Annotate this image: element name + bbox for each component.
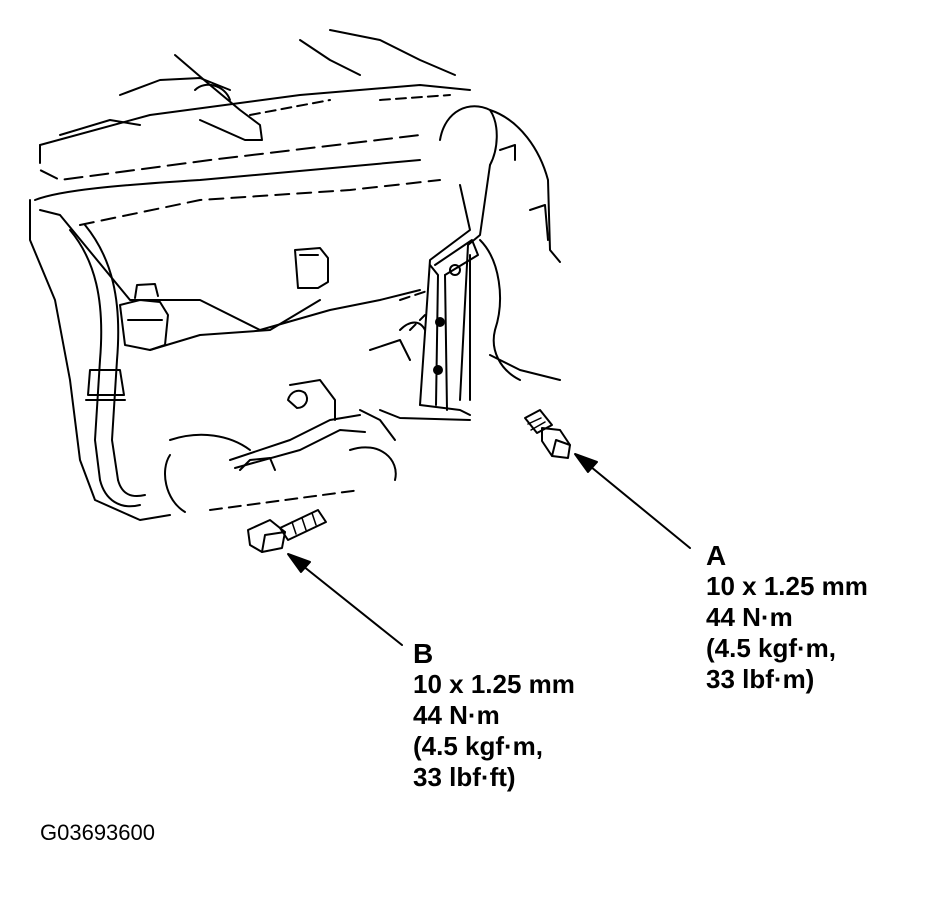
callout-a-torque-kgf: (4.5 kgf·m, xyxy=(706,633,837,663)
callout-a-letter: A xyxy=(706,540,727,571)
leader-arrow-b xyxy=(287,553,403,646)
callout-a-torque-nm: 44 N·m xyxy=(706,602,793,632)
callout-b-letter: B xyxy=(413,638,434,669)
callout-b-torque-nm: 44 N·m xyxy=(413,700,500,730)
figure-id: G03693600 xyxy=(40,820,155,845)
engine-block xyxy=(29,29,471,521)
callout-b-torque-kgf: (4.5 kgf·m, xyxy=(413,731,544,761)
mount-lower-section xyxy=(164,321,426,513)
callout-b-torque-lbf: 33 lbf·ft) xyxy=(413,762,516,792)
callout-a-size: 10 x 1.25 mm xyxy=(706,571,868,601)
callout-b: B 10 x 1.25 mm 44 N·m (4.5 kgf·m, 33 lbf… xyxy=(413,638,575,793)
mount-bracket xyxy=(379,105,498,421)
callout-a-torque-lbf: 33 lbf·m) xyxy=(706,664,815,694)
callout-a: A 10 x 1.25 mm 44 N·m (4.5 kgf·m, 33 lbf… xyxy=(706,540,868,695)
bolt-a-icon xyxy=(524,409,571,459)
coolant-hose xyxy=(69,224,146,508)
bolt-b-icon xyxy=(247,509,327,553)
leader-arrow-a xyxy=(574,453,691,549)
callout-b-size: 10 x 1.25 mm xyxy=(413,669,575,699)
frame-contour xyxy=(399,109,561,381)
engine-fitting xyxy=(119,283,169,351)
